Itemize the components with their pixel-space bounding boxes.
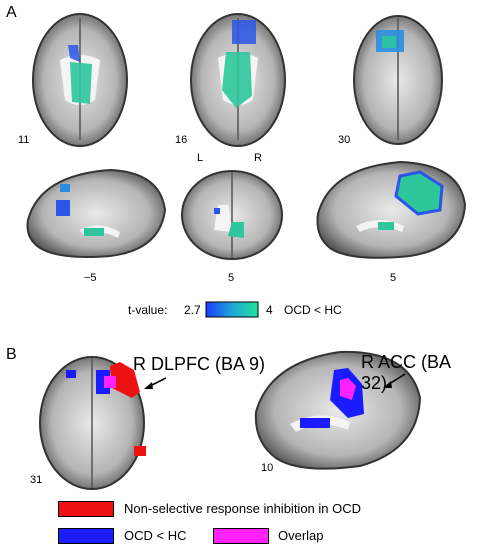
roi-label-dlpfc: R DLPFC (BA 9) xyxy=(133,354,266,374)
slice-number-11: 11 xyxy=(18,134,30,146)
panel-label-b: B xyxy=(6,346,17,363)
axial-slice-11 xyxy=(32,13,128,147)
slice-number-31: 31 xyxy=(30,474,43,486)
slice-number-5-sagittal: 5 xyxy=(390,272,397,284)
colorbar-label: t-value: xyxy=(128,303,168,317)
legend-label-non-selective: Non-selective response inhibition in OCD xyxy=(124,501,362,516)
orientation-right: R xyxy=(254,152,262,164)
panel-label-a: A xyxy=(6,4,17,21)
legend-swatch-blue xyxy=(58,528,114,544)
sagittal-slice-right xyxy=(316,160,467,259)
legend-label-overlap: Overlap xyxy=(278,528,324,543)
sagittal-slice-left xyxy=(26,168,167,258)
axial-slice-16 xyxy=(190,13,286,147)
sagittal-slice-10 xyxy=(254,350,422,470)
roi-label-acc: R ACC (BA 32) xyxy=(361,352,451,393)
colorbar-max: 4 xyxy=(266,303,273,317)
legend-label-ocd-hc: OCD < HC xyxy=(124,528,187,543)
coronal-slice xyxy=(181,170,283,260)
orientation-left: L xyxy=(197,152,204,164)
slice-number-30: 30 xyxy=(338,134,351,146)
slice-number-10: 10 xyxy=(261,462,274,474)
axial-slice-31 xyxy=(39,356,146,490)
colorbar-min: 2.7 xyxy=(184,303,201,317)
colorbar xyxy=(205,301,259,318)
slice-number-minus5: −5 xyxy=(84,272,97,284)
legend-swatch-magenta xyxy=(213,528,269,544)
slice-number-5-coronal: 5 xyxy=(228,272,235,284)
colorbar-contrast: OCD < HC xyxy=(284,303,342,317)
axial-slice-30 xyxy=(353,15,443,145)
slice-number-16: 16 xyxy=(175,134,188,146)
legend-swatch-red xyxy=(58,501,114,517)
